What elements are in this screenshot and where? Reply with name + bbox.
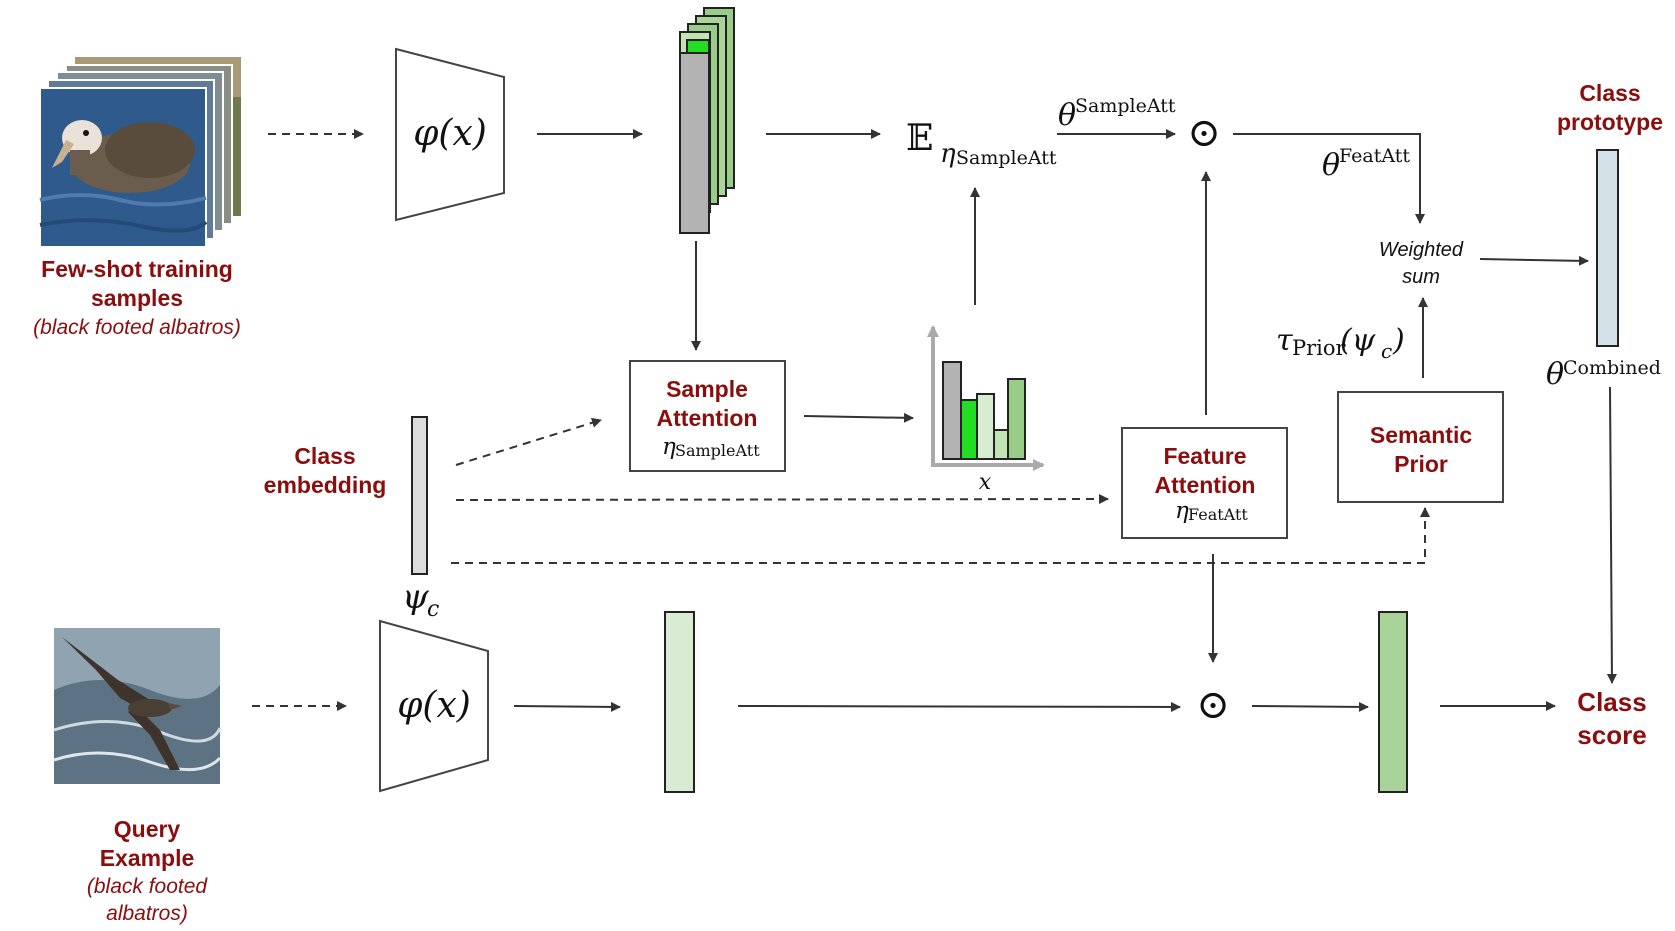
- query-label-line2: Example: [100, 845, 195, 871]
- theta-featatt: θ: [1322, 148, 1340, 183]
- query-image: [53, 628, 222, 784]
- feature-attention-box: [1121, 427, 1288, 539]
- tau-close-paren: ): [1392, 323, 1405, 358]
- semantic-prior-box: [1337, 391, 1504, 503]
- query-label-line1: Query: [114, 816, 181, 842]
- histogram-axis-label: x: [979, 470, 992, 495]
- theta-sampleatt-sup: SampleAtt: [1075, 95, 1176, 117]
- theta-sampleatt: θ: [1058, 98, 1076, 133]
- bottom-encoder: [379, 619, 489, 793]
- weighted-sum-to-prototype-arrow: [1479, 255, 1589, 266]
- semantic-prior-line2: Prior: [1394, 451, 1448, 477]
- embedding-to-sample-attention-arrow: [455, 417, 602, 466]
- class-prototype-vector: [1596, 149, 1619, 347]
- class-score-label-line2: score: [1577, 720, 1646, 750]
- query-sublabel-line2: albatros): [106, 902, 188, 925]
- prototype-to-score-arrow: [1606, 386, 1617, 684]
- sample-attention-line1: Sample: [666, 376, 748, 402]
- weighted-sum-line2: sum: [1402, 266, 1440, 288]
- weighted-query-vector: [1378, 611, 1408, 793]
- attention-histogram: [927, 325, 1045, 471]
- fewshot-label-line1: Few-shot training: [41, 256, 233, 282]
- feature-attention-eta: η: [1175, 498, 1189, 524]
- fewshot-label-line2: samples: [91, 285, 183, 311]
- expectation-subscript: SampleAtt: [956, 147, 1057, 169]
- class-score-label-line1: Class: [1577, 687, 1646, 717]
- bottom-encoder-label: φ(x): [397, 685, 471, 726]
- sample-attention-to-histogram-arrow: [803, 412, 914, 423]
- feature-attention-line1: Feature: [1163, 443, 1246, 469]
- psi-subscript: c: [427, 597, 439, 622]
- top-encoder: [395, 47, 505, 222]
- top-hadamard-operator: ⊙: [1187, 110, 1221, 156]
- tau-symbol: τ: [1276, 323, 1293, 358]
- weighted-sum-line1: Weighted: [1379, 239, 1464, 261]
- sample-attention-eta: η: [662, 434, 676, 460]
- sample-attention-sub: SampleAtt: [675, 441, 760, 460]
- feature-attention-line2: Attention: [1155, 472, 1256, 498]
- psi-symbol: ψ: [402, 577, 429, 617]
- expectation-eta: η: [940, 139, 956, 169]
- class-embedding-label-line2: embedding: [264, 472, 387, 498]
- semantic-prior-line1: Semantic: [1370, 422, 1472, 448]
- feature-stack: [679, 7, 735, 234]
- theta-featatt-sup: FeatAtt: [1339, 145, 1410, 167]
- query-feature-vector: [664, 611, 695, 793]
- sample-attention-line2: Attention: [657, 405, 758, 431]
- query-sublabel-line1: (black footed: [87, 875, 209, 898]
- fewshot-sublabel: (black footed albatros): [33, 316, 241, 339]
- class-embedding-vector: [411, 416, 428, 575]
- class-embedding-label-line1: Class: [294, 443, 355, 469]
- bottom-hadamard-operator: ⊙: [1196, 682, 1230, 728]
- tau-argument: (ψ: [1340, 323, 1376, 358]
- theta-combined: θ: [1546, 357, 1564, 392]
- theta-combined-sup: Combined: [1563, 357, 1661, 379]
- odot-to-weighted-query-arrow: [1251, 701, 1369, 712]
- feature-attention-sub: FeatAtt: [1188, 505, 1248, 524]
- tau-argument-subscript: c: [1381, 339, 1392, 363]
- bottom-encoder-to-feature-arrow: [513, 701, 621, 712]
- query-feature-to-odot-arrow: [737, 701, 1181, 712]
- odot-to-weighted-sum-arrow: [1233, 133, 1425, 224]
- tau-subscript: Prior: [1292, 336, 1347, 360]
- embedding-to-feature-attention-arrow: [455, 494, 1109, 505]
- embedding-to-semantic-prior-arrow: [451, 507, 1430, 564]
- class-prototype-label-line2: prototype: [1557, 109, 1663, 135]
- fewshot-image-stack: [39, 57, 241, 248]
- sample-attention-box: [629, 360, 786, 472]
- expectation-symbol: 𝔼: [906, 118, 933, 159]
- top-encoder-label: φ(x): [413, 113, 487, 154]
- class-prototype-label-line1: Class: [1579, 80, 1640, 106]
